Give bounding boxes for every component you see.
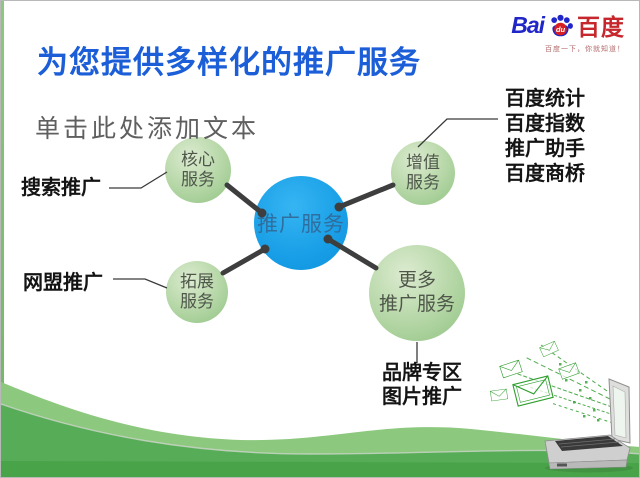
value-list-item-shangqiao: 百度商桥 xyxy=(505,163,585,185)
node-value-line1: 增值 xyxy=(406,153,440,172)
node-expand-line2: 服务 xyxy=(180,292,214,311)
value-list-item-tongji: 百度统计 xyxy=(505,88,585,110)
node-core-line1: 核心 xyxy=(181,150,215,169)
diagram-node-value-added-services: 增值 服务 xyxy=(391,141,455,205)
node-more-line1: 更多 xyxy=(397,270,436,291)
label-search-promotion: 搜索推广 xyxy=(21,177,101,199)
node-core-line2: 服务 xyxy=(181,170,215,189)
baidu-paw-icon: du xyxy=(551,14,573,36)
baidu-logo: Bai du 百度 百度一下，你就知道！ xyxy=(511,8,625,54)
diagram-center-label: 推广服务 xyxy=(257,212,345,236)
value-list-item-zhishu: 百度指数 xyxy=(505,113,585,135)
value-list-item-zhushou: 推广助手 xyxy=(505,138,585,160)
text-placeholder[interactable]: 单击此处添加文本 xyxy=(35,116,260,143)
laptop-email-illustration xyxy=(490,340,633,473)
diagram-node-more-services: 更多 推广服务 xyxy=(369,245,465,341)
baidu-logo-chinese-text: 百度 xyxy=(577,15,625,40)
baidu-slogan: 百度一下，你就知道！ xyxy=(545,46,625,53)
more-list-item-brand-zone: 品牌专区 xyxy=(382,362,462,384)
diagram-node-core-services: 核心 服务 xyxy=(165,137,231,203)
more-list-item-image-promotion: 图片推广 xyxy=(382,386,462,408)
diagram-node-expansion-services: 拓展 服务 xyxy=(166,261,228,323)
baidu-logo-bai-text: Bai xyxy=(511,11,545,38)
slide-title: 为您提供多样化的推广服务 xyxy=(37,45,421,80)
label-more-services-list: 品牌专区 图片推广 xyxy=(382,361,462,409)
diagram-center-node: 推广服务 xyxy=(254,176,348,270)
node-value-line2: 服务 xyxy=(406,173,440,192)
left-edge-accent xyxy=(1,1,4,477)
baidu-logo-du-text: du xyxy=(556,24,566,33)
label-network-alliance-promotion: 网盟推广 xyxy=(23,272,103,294)
node-expand-line1: 拓展 xyxy=(180,272,214,291)
node-more-line2: 推广服务 xyxy=(378,294,455,315)
bottom-wave-decoration xyxy=(1,382,639,477)
label-value-added-list: 百度统计 百度指数 推广助手 百度商桥 xyxy=(505,87,585,187)
